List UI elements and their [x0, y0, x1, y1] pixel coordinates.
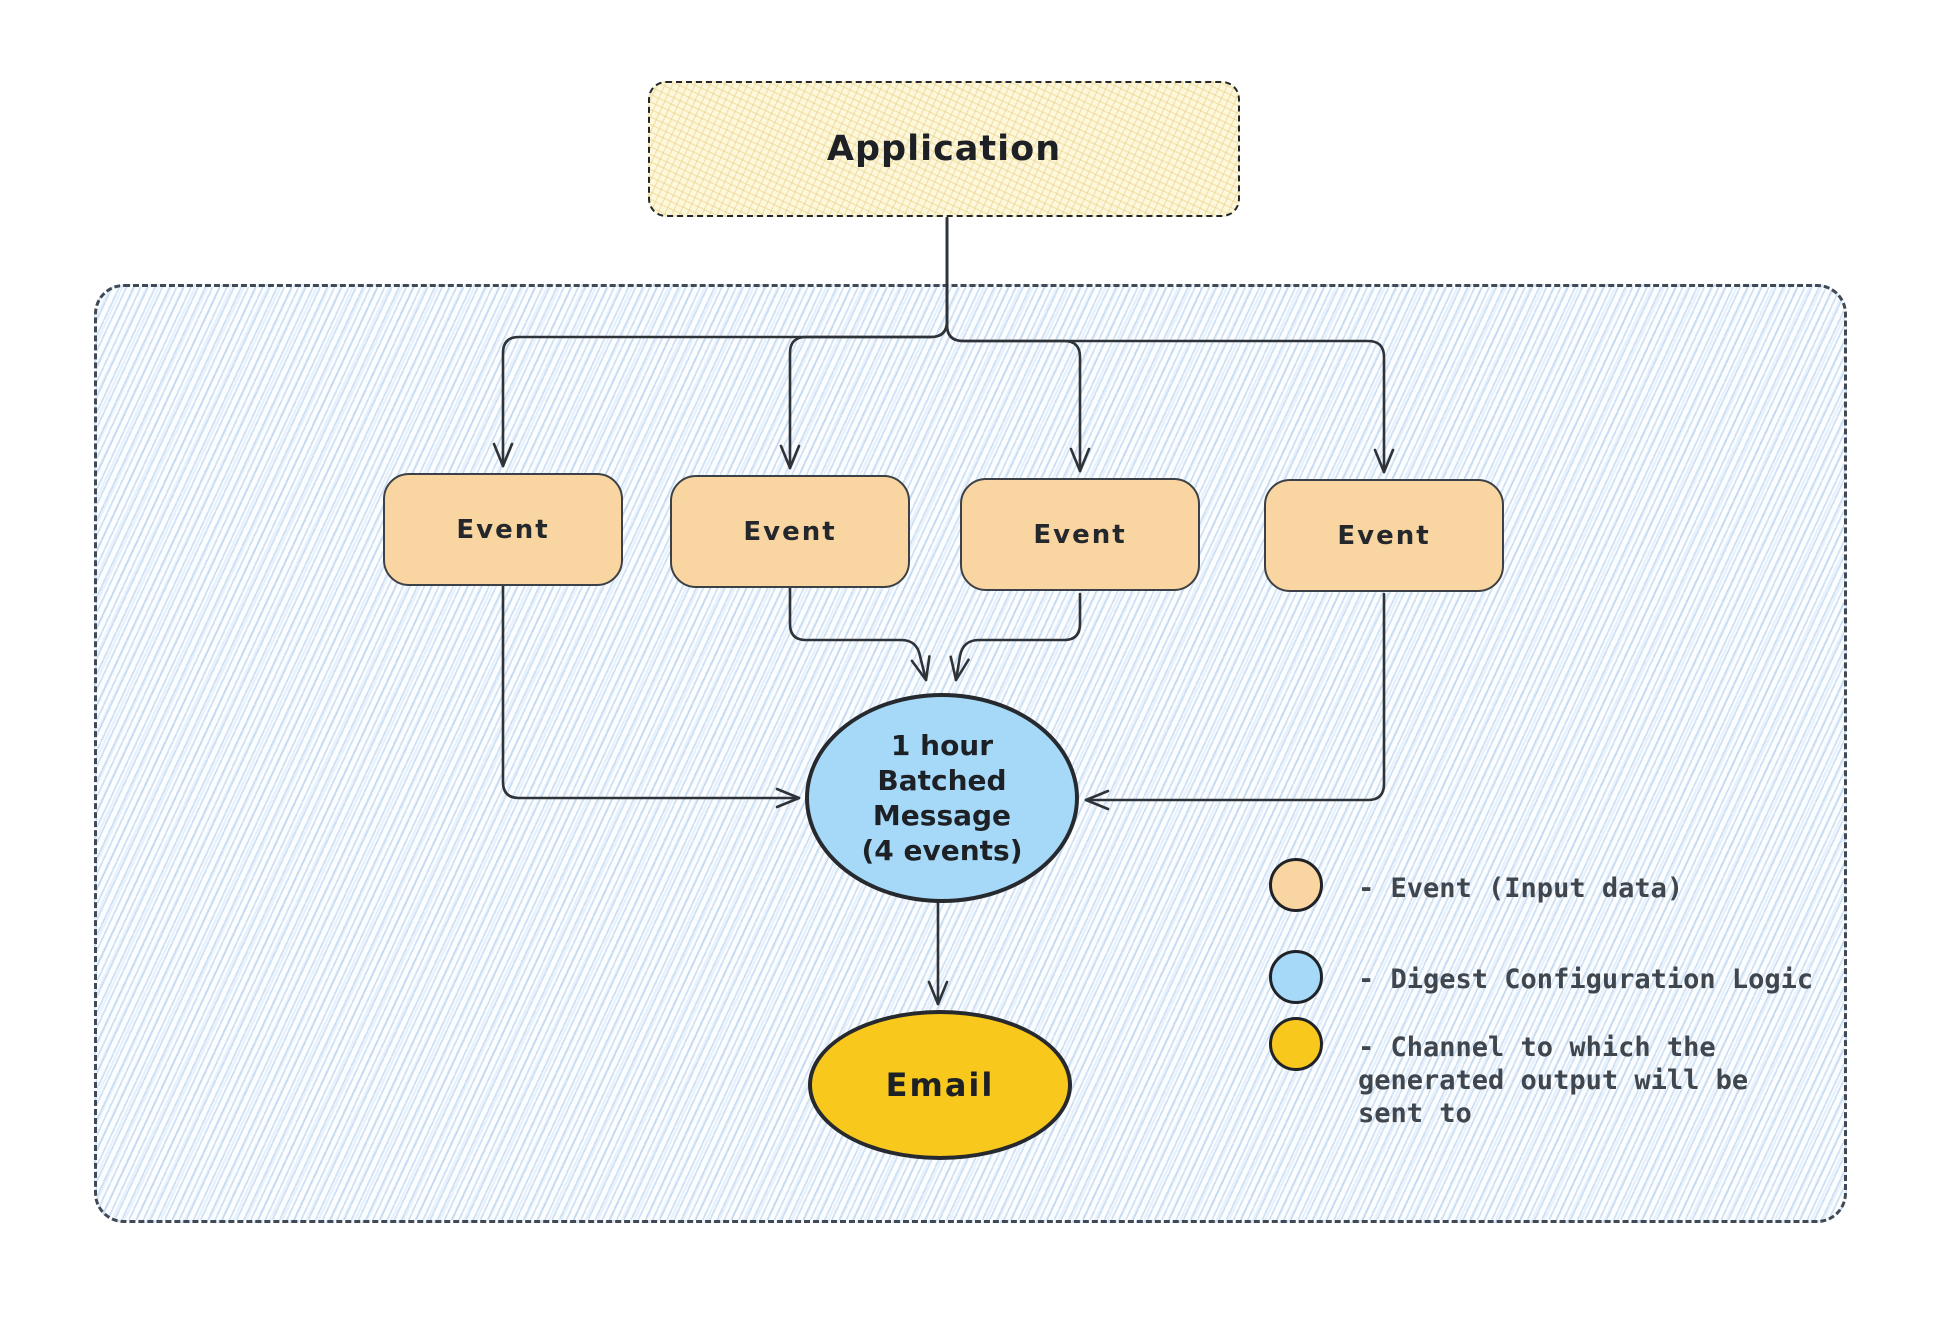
legend-label-channel: - Channel to which the generated output …	[1358, 1032, 1749, 1129]
event-label: Event	[456, 514, 550, 545]
application-label: Application	[826, 129, 1062, 169]
event-label: Event	[1033, 519, 1127, 550]
event-node-2: Event	[670, 475, 910, 588]
legend-swatch-digest-icon	[1269, 950, 1323, 1004]
event-label: Event	[1337, 520, 1431, 551]
event-node-4: Event	[1264, 479, 1504, 592]
digest-node: 1 hour Batched Message (4 events)	[805, 693, 1079, 903]
legend-label-event: - Event (Input data)	[1358, 873, 1684, 904]
event-node-3: Event	[960, 478, 1200, 591]
event-node-1: Event	[383, 473, 623, 586]
digest-label: 1 hour Batched Message (4 events)	[861, 729, 1023, 867]
legend-swatch-event-icon	[1269, 858, 1323, 912]
legend-swatch-channel-icon	[1269, 1017, 1323, 1071]
application-node: Application	[648, 81, 1240, 217]
channel-label: Email	[885, 1066, 995, 1104]
event-label: Event	[743, 516, 837, 547]
channel-node: Email	[808, 1010, 1072, 1160]
legend-label-digest: - Digest Configuration Logic	[1358, 964, 1814, 995]
